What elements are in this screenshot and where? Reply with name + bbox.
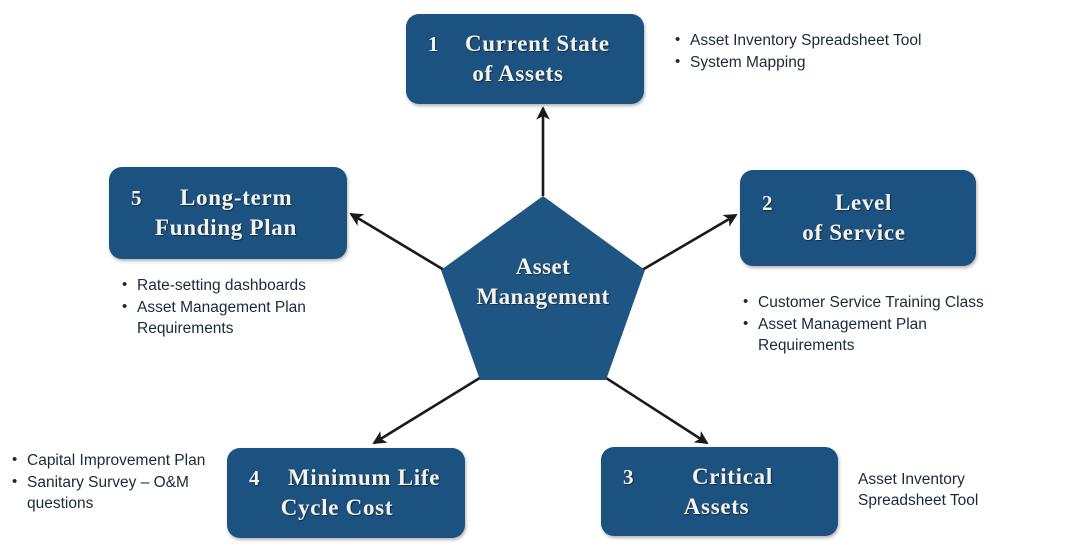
step-3-number: 3 [623,464,634,489]
step-box-3[interactable]: 3 Critical Assets [601,447,838,536]
list-item: Asset Management Plan Requirements [120,296,380,339]
center-label-line-1: Asset [515,254,571,279]
step-2-number: 2 [762,191,773,215]
step-3-line-1: 3 Critical [601,464,838,490]
step-box-2[interactable]: 2 Level of Service [740,170,976,266]
step-1-notes: Asset Inventory Spreadsheet Tool System … [673,29,1003,74]
step-3-notes: Asset Inventory Spreadsheet Tool [858,469,1038,511]
step-2-title-line-1: Level [835,190,893,215]
list-item: Asset Inventory Spreadsheet Tool [858,471,979,509]
step-2-title-line-2: of Service [802,220,906,245]
list-item: Customer Service Training Class [741,291,991,313]
list-item: Asset Management Plan Requirements [741,313,991,356]
arrow-to-step-3 [602,374,709,445]
step-5-title-line-2: Funding Plan [155,215,297,240]
step-5-notes: Rate-setting dashboards Asset Management… [120,274,380,340]
center-label-line-2: Management [476,284,610,309]
list-item: Capital Improvement Plan [10,449,220,471]
step-4-number: 4 [249,466,260,490]
pentagon-icon [441,196,645,380]
step-1-line-1: 1 Current State [406,31,644,57]
list-item: Asset Inventory Spreadsheet Tool [673,29,1003,51]
step-1-title-line-2: of Assets [472,61,564,86]
step-box-1[interactable]: 1 Current State of Assets [406,14,644,104]
arrow-to-step-5 [349,212,450,275]
list-item: Sanitary Survey – O&M questions [10,471,220,514]
step-1-number: 1 [428,32,439,56]
step-5-number: 5 [131,186,142,210]
list-item: Rate-setting dashboards [120,274,380,296]
step-3-title-line-2: Assets [683,493,750,519]
step-5-title-line-1: Long-term [180,185,293,210]
center-node-label: Asset Management [439,252,647,312]
step-1-title-line-1: Current State [465,31,610,56]
step-4-line-1: 4 Minimum Life [227,465,465,491]
center-node[interactable]: Asset Management [439,194,647,382]
arrow-to-step-4 [372,374,484,445]
step-5-line-1: 5 Long-term [109,185,347,211]
step-2-notes: Customer Service Training Class Asset Ma… [741,291,991,357]
step-4-title-line-2: Cycle Cost [280,495,394,520]
list-item: System Mapping [673,51,1003,73]
step-box-5[interactable]: 5 Long-term Funding Plan [109,167,347,259]
step-2-line-1: 2 Level [740,190,976,216]
step-4-notes: Capital Improvement Plan Sanitary Survey… [10,449,220,515]
step-3-title-line-1: Critical [692,463,773,489]
arrow-to-step-2 [636,213,738,275]
step-4-title-line-1: Minimum Life [288,465,441,490]
step-box-4[interactable]: 4 Minimum Life Cycle Cost [227,448,465,538]
